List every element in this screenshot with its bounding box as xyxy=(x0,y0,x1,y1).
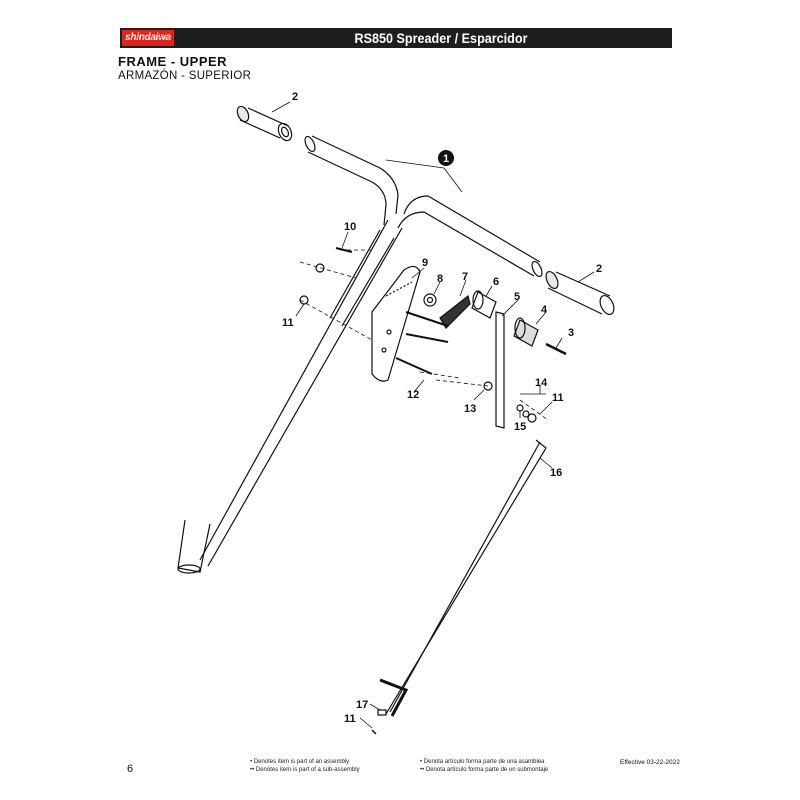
footnote-es-subassembly: •• Denota artículo forma parte de un sub… xyxy=(420,767,549,773)
assembly-marker xyxy=(438,150,454,166)
callout-15: 15 xyxy=(514,421,526,433)
callout-9: 9 xyxy=(422,257,428,269)
page-number: 6 xyxy=(127,763,134,775)
knob xyxy=(439,294,471,329)
callout-10: 10 xyxy=(344,221,356,233)
header-bar xyxy=(120,28,672,48)
callout-6: 6 xyxy=(493,276,499,288)
callout-16: 16 xyxy=(550,467,562,479)
callout-12: 12 xyxy=(407,389,419,401)
callout-14: 14 xyxy=(535,377,548,389)
footnote-spanish: • Denota artículo forma parte de una asa… xyxy=(420,758,548,774)
callout-5: 5 xyxy=(514,291,520,303)
callout-4: 4 xyxy=(541,304,548,316)
grip-left xyxy=(236,105,293,142)
callout-11-right: 11 xyxy=(552,392,564,404)
callout-2-right: 2 xyxy=(596,263,602,275)
page-title: RS850 Spreader / Esparcidor xyxy=(354,30,528,46)
callout-3: 3 xyxy=(568,327,574,339)
lower-tube xyxy=(177,219,403,574)
brand-logo: shindaiwa xyxy=(122,30,174,46)
section-subtitle: ARMAZÓN - SUPERIOR xyxy=(118,70,252,82)
callout-8: 8 xyxy=(437,273,443,285)
callout-2-left: 2 xyxy=(292,91,298,103)
footnote-en-subassembly: •• Denotes item is part of a sub-assembl… xyxy=(250,767,360,773)
section-title: FRAME - UPPER xyxy=(118,54,228,69)
grip-right xyxy=(545,270,615,316)
gear xyxy=(513,317,539,347)
callout-13: 13 xyxy=(464,403,476,415)
rod xyxy=(379,439,547,717)
callout-1: 1 xyxy=(443,153,449,165)
callout-11-left: 11 xyxy=(282,317,294,329)
handle-bar xyxy=(304,135,543,278)
callout-11-bottom: 11 xyxy=(344,713,356,725)
callout-17: 17 xyxy=(356,699,368,711)
plate-bracket xyxy=(371,265,421,382)
footnote-es-assembly: • Denota artículo forma parte de una asa… xyxy=(420,759,545,765)
footnote-english: • Denotes item is part of an assembly ••… xyxy=(250,758,360,774)
effective-date: Effective 03-22-2022 xyxy=(620,759,680,766)
callout-7: 7 xyxy=(462,271,468,283)
footnote-en-assembly: • Denotes item is part of an assembly xyxy=(250,759,350,765)
